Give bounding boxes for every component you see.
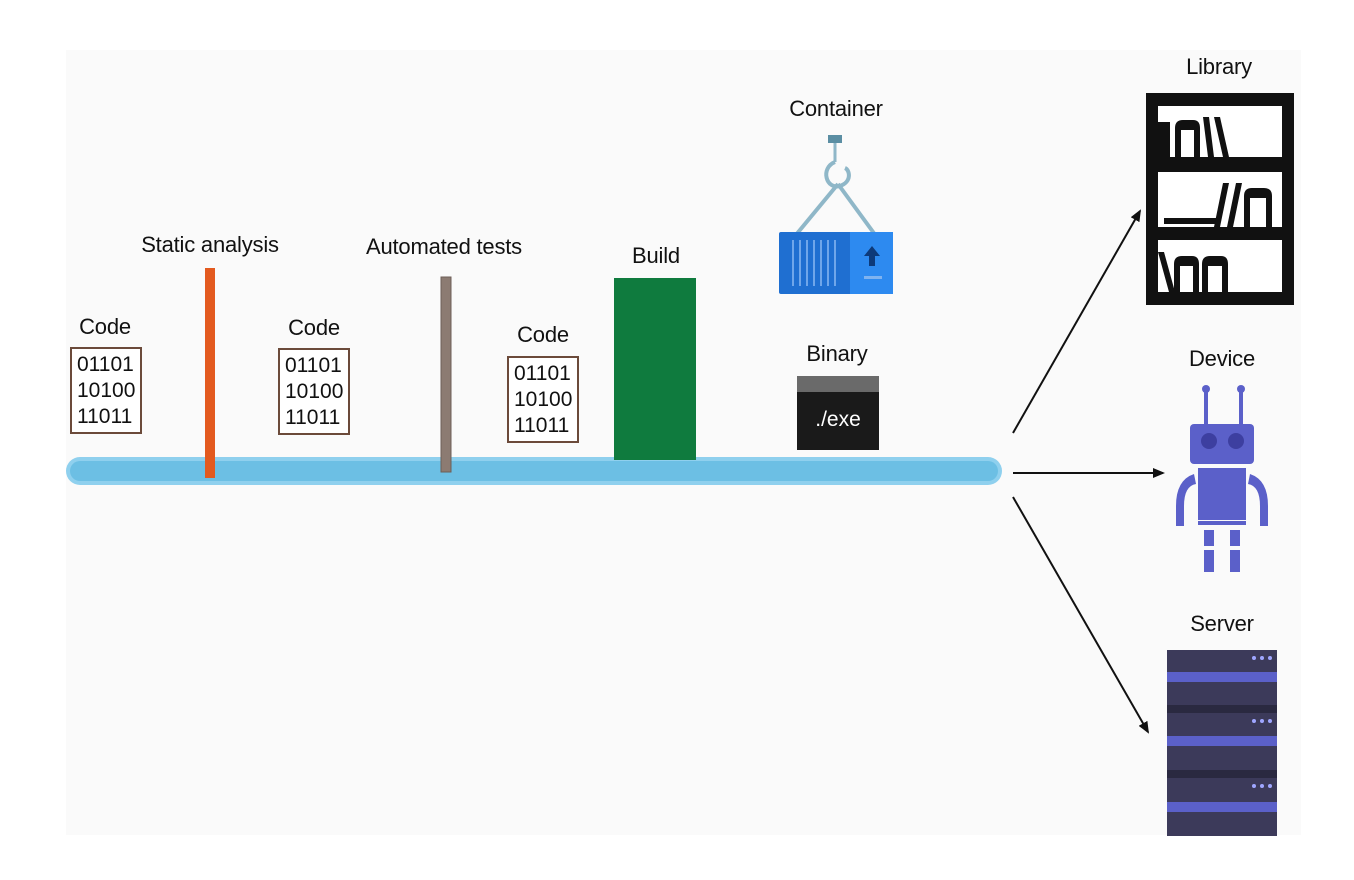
code-line: 10100 bbox=[77, 379, 136, 402]
arrow-to-server bbox=[1012, 496, 1149, 734]
arrow-to-library bbox=[1012, 209, 1141, 434]
library-label: Library bbox=[1186, 54, 1252, 79]
automated-tests-label: Automated tests bbox=[366, 234, 522, 259]
code-block-3: 01101 10100 11011 bbox=[507, 356, 580, 443]
robot-icon bbox=[1176, 385, 1268, 572]
code-line: 01101 bbox=[514, 362, 571, 385]
build-label: Build bbox=[632, 243, 680, 268]
container-label: Container bbox=[789, 96, 883, 121]
binary-label: Binary bbox=[806, 341, 868, 366]
code-block-1: 01101 10100 11011 bbox=[70, 347, 143, 434]
static-analysis-label: Static analysis bbox=[141, 232, 279, 257]
binary-exe-text: ./exe bbox=[815, 408, 861, 431]
device-label: Device bbox=[1188, 346, 1256, 371]
code-line: 11011 bbox=[285, 406, 341, 429]
code-line: 11011 bbox=[514, 414, 570, 437]
server-rack-icon bbox=[1167, 650, 1277, 836]
container-icon bbox=[779, 135, 893, 294]
code-label-3: Code bbox=[517, 322, 569, 347]
static-analysis-gate bbox=[205, 268, 215, 478]
bookshelf-icon bbox=[1146, 93, 1294, 305]
code-label-1: Code bbox=[79, 314, 131, 339]
pipeline-bar bbox=[66, 457, 1002, 485]
automated-tests-gate bbox=[440, 276, 452, 473]
server-label: Server bbox=[1190, 611, 1254, 636]
code-block-2: 01101 10100 11011 bbox=[278, 348, 351, 435]
code-line: 01101 bbox=[77, 353, 134, 376]
binary-block bbox=[797, 376, 879, 450]
code-line: 10100 bbox=[514, 388, 573, 411]
code-label-2: Code bbox=[288, 315, 340, 340]
code-line: 11011 bbox=[77, 405, 133, 428]
code-line: 01101 bbox=[285, 354, 342, 377]
build-block bbox=[614, 278, 696, 460]
code-line: 10100 bbox=[285, 380, 344, 403]
